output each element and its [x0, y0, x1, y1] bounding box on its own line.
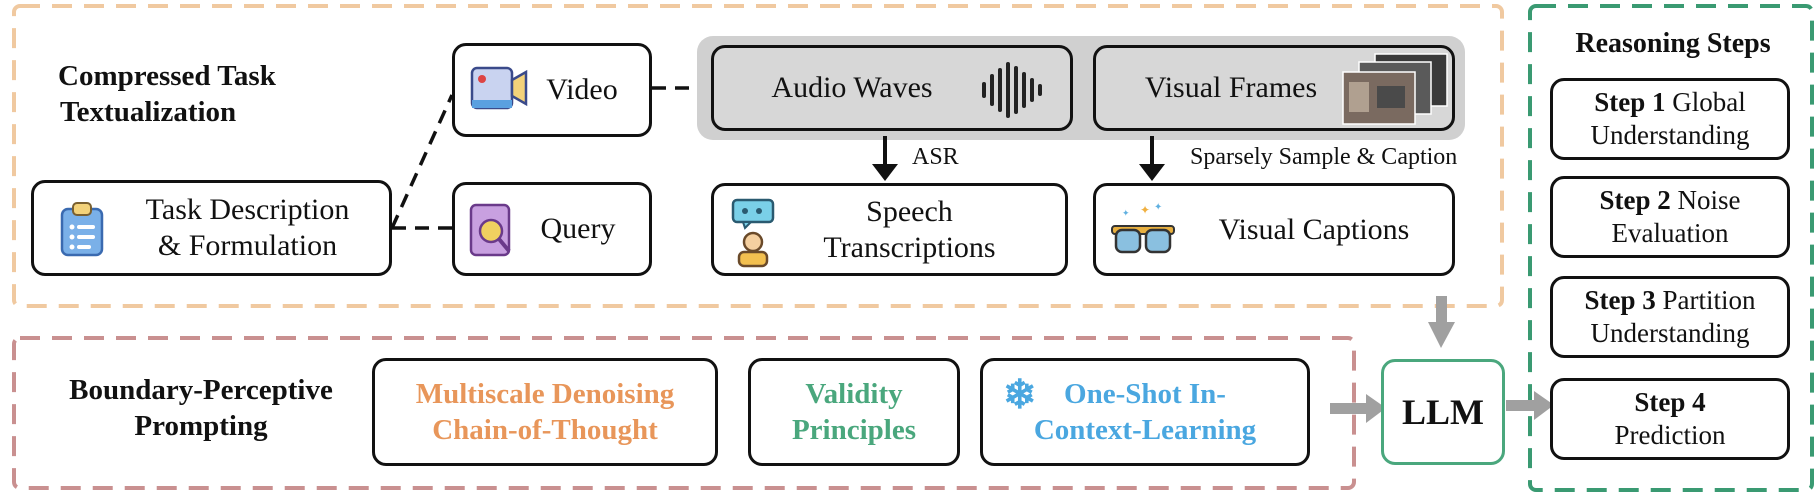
prompting-section-title: Boundary-Perceptive Prompting: [69, 374, 333, 442]
asr-label: ASR: [912, 144, 959, 170]
reasoning-section-title: Reasoning Steps: [1575, 28, 1771, 59]
audio-wave-icon: [978, 60, 1048, 120]
audio-waves-label: Audio Waves: [771, 71, 933, 104]
task-description-node: Task Description & Formulation: [31, 180, 392, 276]
prompting-section-frame: [12, 336, 1356, 490]
step-3-box: Step 3 Partition Understanding: [1550, 276, 1790, 358]
reasoning-section-frame: [1528, 4, 1814, 492]
query-label: Query: [540, 212, 616, 245]
captions-to-llm-arrow: [1428, 322, 1455, 348]
step-4-text: Step 4 Prediction: [1614, 387, 1726, 450]
svg-text:✦: ✦: [1154, 202, 1162, 213]
compression-section-frame: [12, 4, 1504, 308]
asr-arrow: [872, 164, 898, 181]
sample-caption-label: Sparsely Sample & Caption: [1190, 144, 1458, 170]
compression-section-title: Compressed Task Textualization: [58, 60, 276, 128]
task-description-label: Task Description & Formulation: [145, 193, 350, 262]
svg-text:✦: ✦: [1140, 203, 1150, 217]
task-video-link: [390, 94, 454, 229]
visual-captions-node: ✦ ✦ ✦ Visual Captions: [1093, 183, 1455, 276]
step-1-text: Step 1 Global Understanding: [1590, 87, 1750, 150]
step-4-box: Step 4 Prediction: [1550, 378, 1790, 460]
svg-text:✦: ✦: [1122, 208, 1130, 218]
step-2-text: Step 2 Noise Evaluation: [1599, 185, 1741, 248]
multiscale-denoising-cot-box: Multiscale Denoising Chain-of-Thought: [372, 358, 718, 466]
validity-principles-label: Validity Principles: [791, 378, 917, 446]
llm-label: LLM: [1401, 392, 1484, 432]
visual-frames-node: Visual Frames: [1093, 45, 1455, 131]
video-node: Video: [452, 43, 652, 137]
caption-arrow: [1139, 164, 1165, 181]
video-frames-icon: [1341, 52, 1449, 126]
clipboard-icon: [60, 201, 104, 257]
query-node: Query: [452, 182, 652, 276]
llm-node: LLM: [1381, 359, 1505, 465]
prompting-to-llm-arrow: [1366, 394, 1386, 423]
step-2-box: Step 2 Noise Evaluation: [1550, 176, 1790, 258]
visual-frames-label: Visual Frames: [1144, 71, 1318, 104]
speaker-chat-icon: [729, 198, 777, 268]
query-document-icon: [469, 203, 517, 261]
one-shot-icl-label: One-Shot In- Context-Learning: [1033, 378, 1257, 446]
step-1-box: Step 1 Global Understanding: [1550, 78, 1790, 160]
audio-waves-node: Audio Waves: [711, 45, 1073, 131]
video-camera-icon: [470, 66, 528, 114]
multiscale-denoising-label: Multiscale Denoising Chain-of-Thought: [415, 378, 675, 446]
one-shot-icl-box: ❄ One-Shot In- Context-Learning: [980, 358, 1310, 466]
video-label: Video: [546, 73, 618, 106]
step-3-text: Step 3 Partition Understanding: [1584, 285, 1756, 348]
visual-captions-label: Visual Captions: [1218, 212, 1410, 246]
speech-transcriptions-label: Speech Transcriptions: [823, 194, 996, 264]
llm-to-step4-arrow: [1534, 391, 1554, 420]
validity-principles-box: Validity Principles: [748, 358, 960, 466]
glasses-icon: ✦ ✦ ✦: [1110, 200, 1176, 260]
speech-transcriptions-node: Speech Transcriptions: [711, 183, 1068, 276]
snowflake-icon: ❄: [1003, 372, 1037, 417]
